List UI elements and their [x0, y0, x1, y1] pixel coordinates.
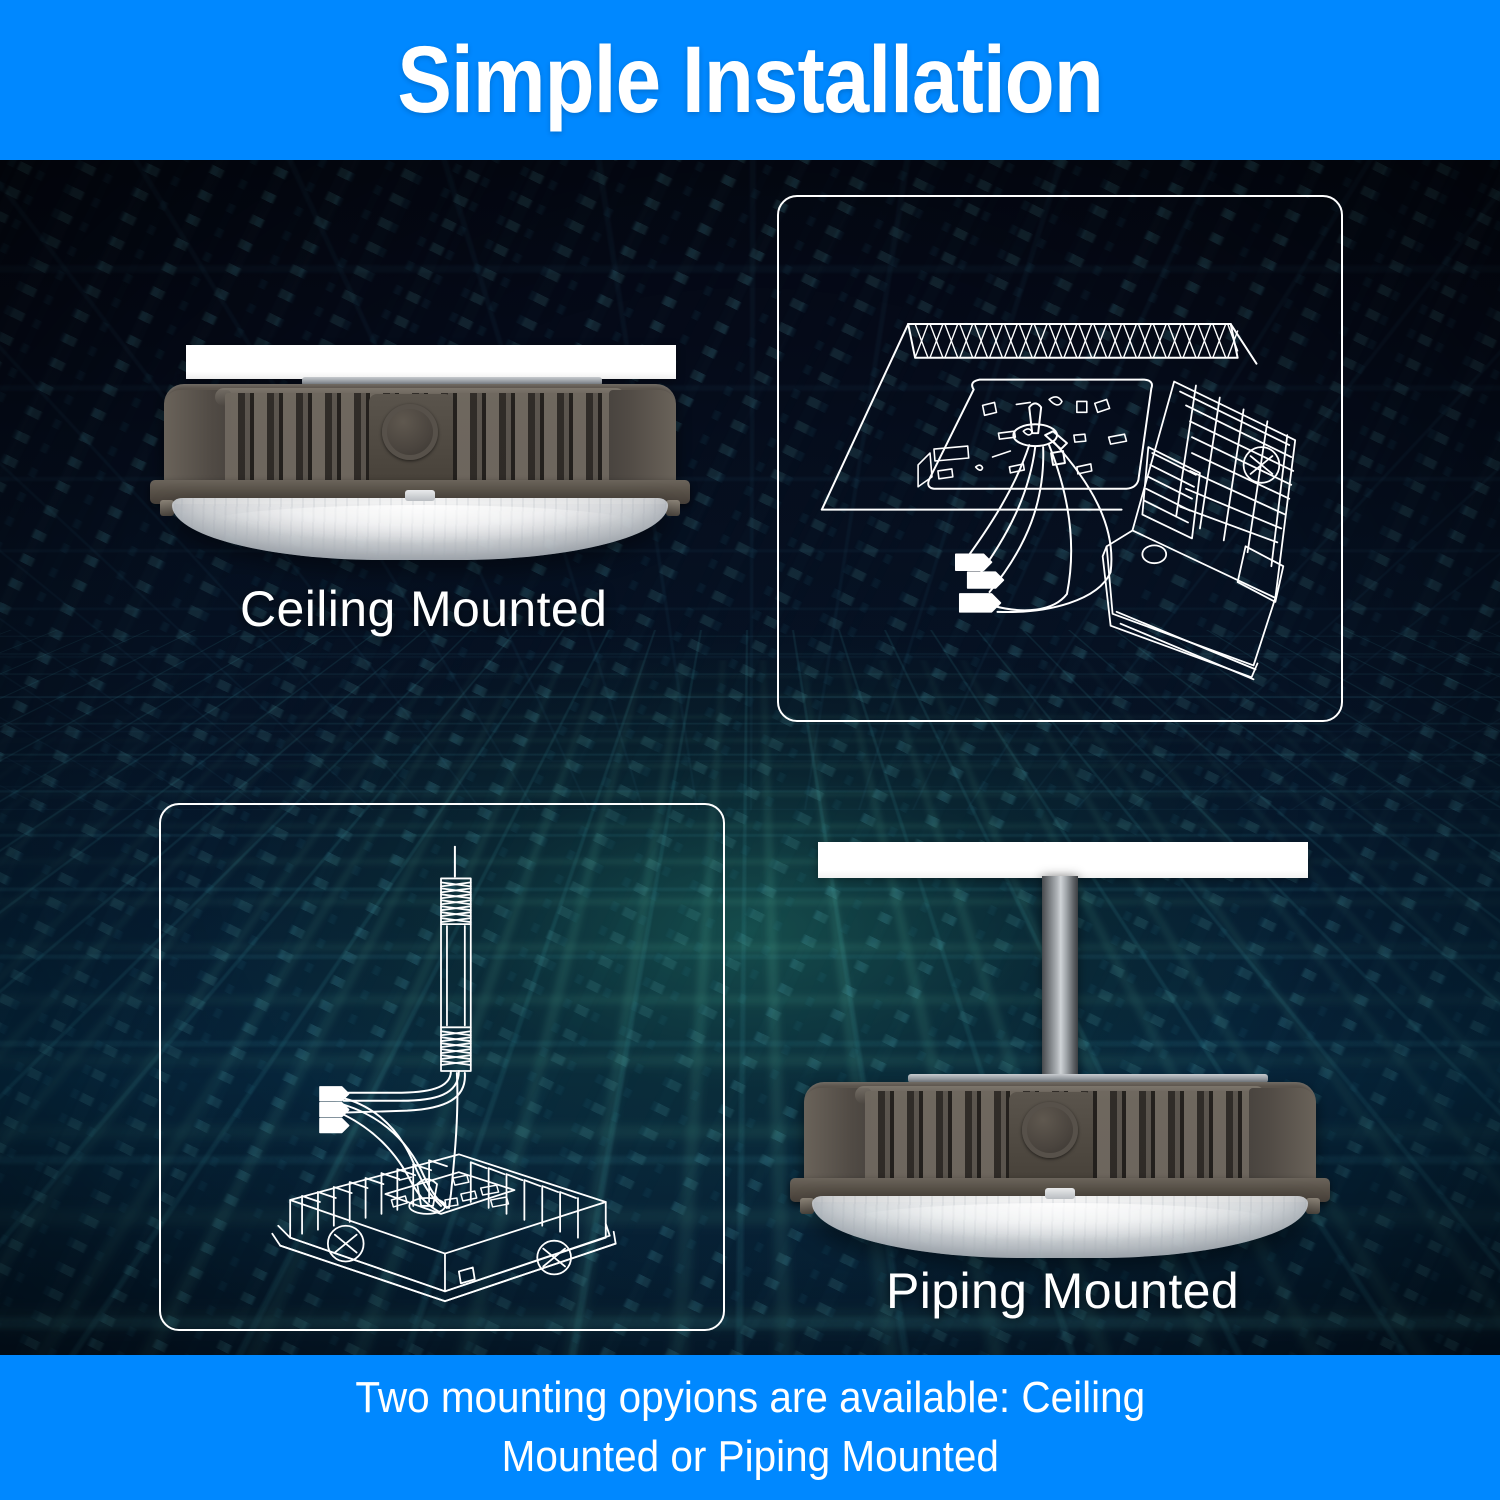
fixture-housing [164, 384, 676, 492]
piping-wiring-wireframe [271, 845, 617, 1303]
ceiling-wiring-wireframe [820, 323, 1297, 681]
ceiling-surface-bar-piping [818, 842, 1308, 878]
mounting-plate [302, 377, 602, 386]
lens-highlight-piping [841, 1203, 1279, 1242]
ceiling-mounted-label: Ceiling Mounted [240, 581, 608, 637]
conduit-knockout-piping [1022, 1102, 1078, 1158]
fixture-housing-piping [804, 1082, 1316, 1190]
conduit-knockout [382, 404, 438, 460]
page-title: Simple Installation [397, 26, 1103, 133]
flange-screw-right [666, 500, 680, 516]
ceiling-mounted-photo: Ceiling Mounted [150, 330, 730, 650]
bottom-banner-line-1: Two mounting opyions are available: Ceil… [355, 1373, 1145, 1423]
frosted-lens-dome [172, 498, 668, 560]
mounting-pipe [1042, 876, 1078, 1080]
ceiling-wiring-diagram-frame [777, 195, 1343, 722]
piping-mounted-photo: Piping Mounted [790, 830, 1360, 1319]
flange-screw-right-piping [1306, 1198, 1320, 1214]
bottom-banner-line-2: Mounted or Piping Mounted [501, 1431, 999, 1481]
lens-highlight [201, 505, 639, 544]
flange-screw-left-piping [800, 1198, 814, 1214]
bottom-banner: Two mounting opyions are available: Ceil… [0, 1355, 1500, 1500]
ceiling-surface-bar [186, 345, 676, 379]
lens-latch-tab-piping [1045, 1188, 1075, 1199]
flange-screw-left [160, 500, 174, 516]
piping-mounted-label: Piping Mounted [886, 1263, 1240, 1319]
lens-latch-tab [405, 490, 435, 501]
top-banner: Simple Installation [0, 0, 1500, 160]
piping-wiring-diagram-frame [159, 803, 725, 1331]
mounting-plate-piping [908, 1074, 1268, 1083]
frosted-lens-dome-piping [812, 1196, 1308, 1258]
